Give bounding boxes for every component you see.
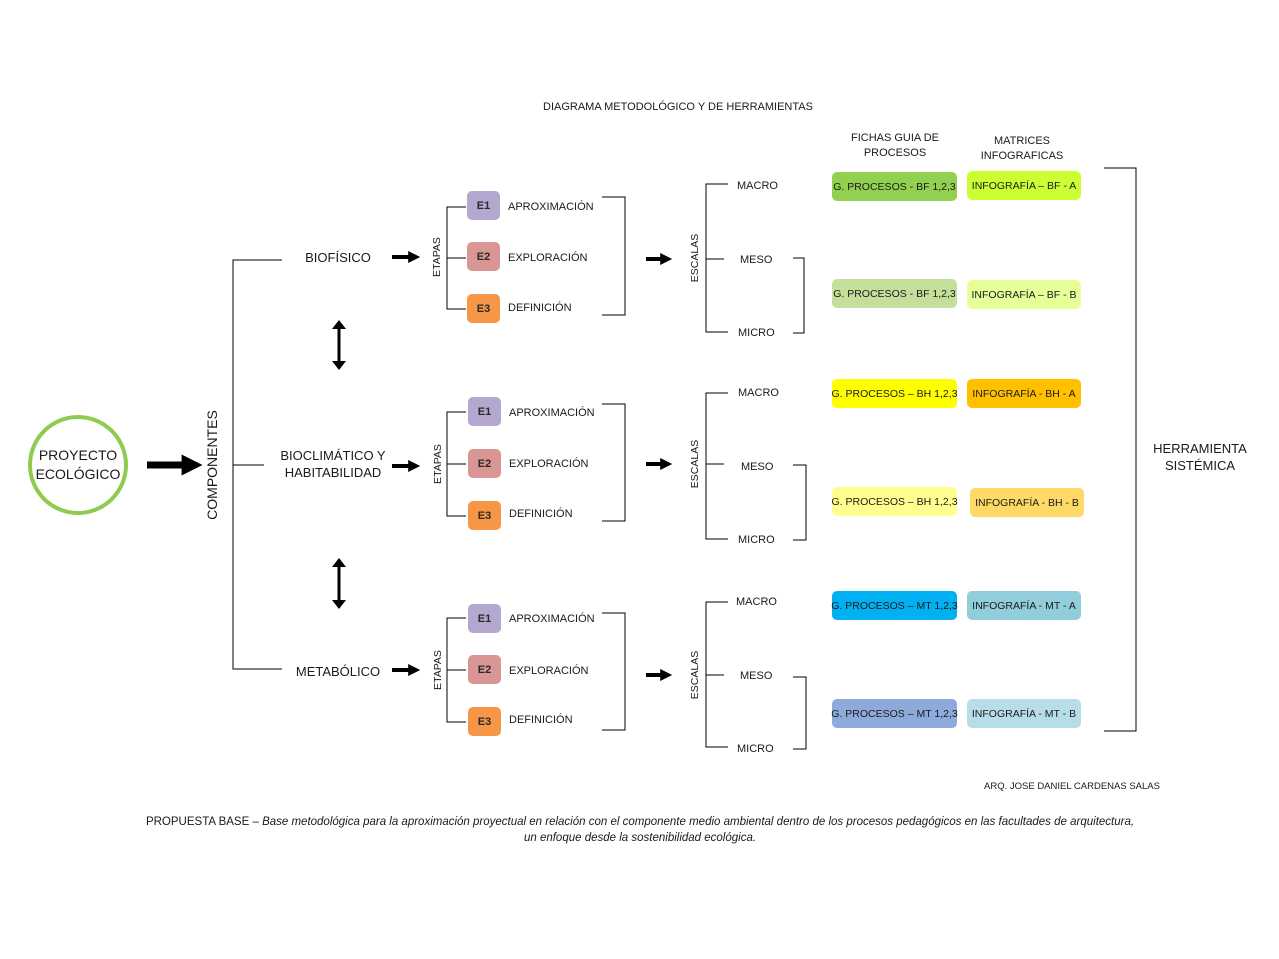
- stage-label-mt-3: DEFINICIÓN: [509, 714, 573, 726]
- escalas-bracket-bh: [705, 392, 728, 540]
- stage-e1-mt: E1: [468, 604, 501, 633]
- etapas-bracket-bf: [446, 206, 466, 310]
- escalas-bracket-bf: [705, 183, 728, 333]
- etapas-label-mt: ETAPAS: [432, 650, 444, 690]
- tool-label-line: HERRAMIENTA: [1153, 441, 1247, 456]
- scale-macro-bh: MACRO: [738, 387, 779, 399]
- scale-meso-bh: MESO: [741, 461, 774, 473]
- scale-macro-mt: MACRO: [736, 596, 777, 608]
- stage-e1-bf: E1: [467, 191, 500, 220]
- footer-line2: un enfoque desde la sostenibilidad ecoló…: [523, 832, 757, 844]
- scale-meso-mt: MESO: [740, 670, 773, 682]
- stage-label-bf-1: APROXIMACIÓN: [508, 201, 594, 213]
- header-line: PROCESOS: [863, 147, 927, 159]
- scale-micro-mt: MICRO: [737, 743, 774, 755]
- component-name-line: BIOFÍSICO: [305, 250, 371, 265]
- ficha-tag-mt-a: G. PROCESOS – MT 1,2,3: [831, 591, 958, 620]
- footer-line1: Base metodológica para la aproximación p…: [262, 816, 1135, 828]
- etapas-right-bh: [602, 403, 626, 522]
- tool-label: HERRAMIENTA SISTÉMICA: [1148, 440, 1252, 474]
- component-metabolico: METABÓLICO: [283, 663, 393, 680]
- components-label: COMPONENTES: [204, 410, 220, 520]
- component-name-line: METABÓLICO: [295, 664, 381, 679]
- meso-bracket-bf: [793, 257, 805, 334]
- component-name-line: BIOCLIMÁTICO Y: [280, 448, 386, 463]
- double-arrow-1: [332, 320, 346, 370]
- header-fichas: FICHAS GUIA DE PROCESOS: [845, 131, 945, 161]
- escalas-bracket-mt: [705, 601, 728, 748]
- info-tag-mt-b: INFOGRAFÍA - MT - B: [967, 699, 1081, 728]
- stage-label-bf-3: DEFINICIÓN: [508, 302, 572, 314]
- etapas-bracket-mt: [446, 617, 466, 723]
- stage-e3-mt: E3: [468, 707, 501, 736]
- stage-label-bh-1: APROXIMACIÓN: [509, 407, 595, 419]
- header-matrices: MATRICES INFOGRAFICAS: [972, 134, 1072, 164]
- scale-macro-bf: MACRO: [737, 180, 778, 192]
- header-line: FICHAS GUIA DE: [850, 132, 940, 144]
- scale-micro-bf: MICRO: [738, 327, 775, 339]
- header-line: MATRICES: [993, 135, 1051, 147]
- info-tag-bh-b: INFOGRAFÍA - BH - B: [970, 488, 1084, 517]
- component-name-line: HABITABILIDAD: [284, 465, 382, 480]
- header-line: INFOGRAFICAS: [980, 150, 1064, 162]
- scale-micro-bh: MICRO: [738, 534, 775, 546]
- ficha-tag-mt-b: G. PROCESOS – MT 1,2,3: [831, 699, 958, 728]
- footer-caption: PROPUESTA BASE – Base metodológica para …: [100, 814, 1180, 846]
- diagram-title: DIAGRAMA METODOLÓGICO Y DE HERRAMIENTAS: [543, 101, 813, 113]
- stage-label-bh-2: EXPLORACIÓN: [509, 458, 589, 470]
- etapas-bracket-bh: [446, 411, 466, 517]
- tool-label-line: SISTÉMICA: [1164, 458, 1236, 473]
- double-arrow-2: [332, 558, 346, 609]
- ficha-tag-bf-a: G. PROCESOS - BF 1,2,3: [832, 172, 957, 201]
- component-biofisico: BIOFÍSICO: [283, 249, 393, 266]
- escalas-label-mt: ESCALAS: [689, 650, 701, 700]
- ficha-tag-bf-b: G. PROCESOS - BF 1,2,3: [832, 279, 957, 308]
- etapas-label-bf: ETAPAS: [431, 237, 443, 277]
- escalas-label-bh: ESCALAS: [689, 439, 701, 489]
- author-credit: ARQ. JOSE DANIEL CARDENAS SALAS: [984, 781, 1160, 792]
- tool-bracket: [1104, 167, 1137, 732]
- footer-lead: PROPUESTA BASE –: [145, 816, 263, 828]
- stage-label-mt-2: EXPLORACIÓN: [509, 665, 589, 677]
- info-tag-bh-a: INFOGRAFÍA - BH - A: [967, 379, 1081, 408]
- etapas-label-bh: ETAPAS: [432, 444, 444, 484]
- stage-e1-bh: E1: [468, 397, 501, 426]
- escalas-label-bf: ESCALAS: [689, 233, 701, 283]
- etapas-right-mt: [602, 612, 626, 731]
- stage-label-bh-3: DEFINICIÓN: [509, 508, 573, 520]
- scale-meso-bf: MESO: [740, 254, 773, 266]
- component-bioclimatico: BIOCLIMÁTICO Y HABITABILIDAD: [276, 447, 390, 481]
- ficha-tag-bh-a: G. PROCESOS – BH 1,2,3: [831, 379, 958, 408]
- info-tag-mt-a: INFOGRAFÍA - MT - A: [967, 591, 1081, 620]
- ficha-tag-bh-b: G. PROCESOS – BH 1,2,3: [831, 487, 958, 516]
- stage-e3-bh: E3: [468, 501, 501, 530]
- info-tag-bf-b: INFOGRAFÍA – BF - B: [967, 280, 1081, 309]
- meso-bracket-bh: [793, 464, 807, 541]
- etapas-right-bf: [602, 196, 626, 316]
- stage-e2-mt: E2: [468, 655, 501, 684]
- meso-bracket-mt: [793, 676, 807, 750]
- components-bracket: [232, 259, 282, 670]
- info-tag-bf-a: INFOGRAFÍA – BF - A: [967, 171, 1081, 200]
- stage-label-bf-2: EXPLORACIÓN: [508, 252, 588, 264]
- stage-e3-bf: E3: [467, 294, 500, 323]
- stage-e2-bf: E2: [467, 242, 500, 271]
- stage-label-mt-1: APROXIMACIÓN: [509, 613, 595, 625]
- stage-e2-bh: E2: [468, 449, 501, 478]
